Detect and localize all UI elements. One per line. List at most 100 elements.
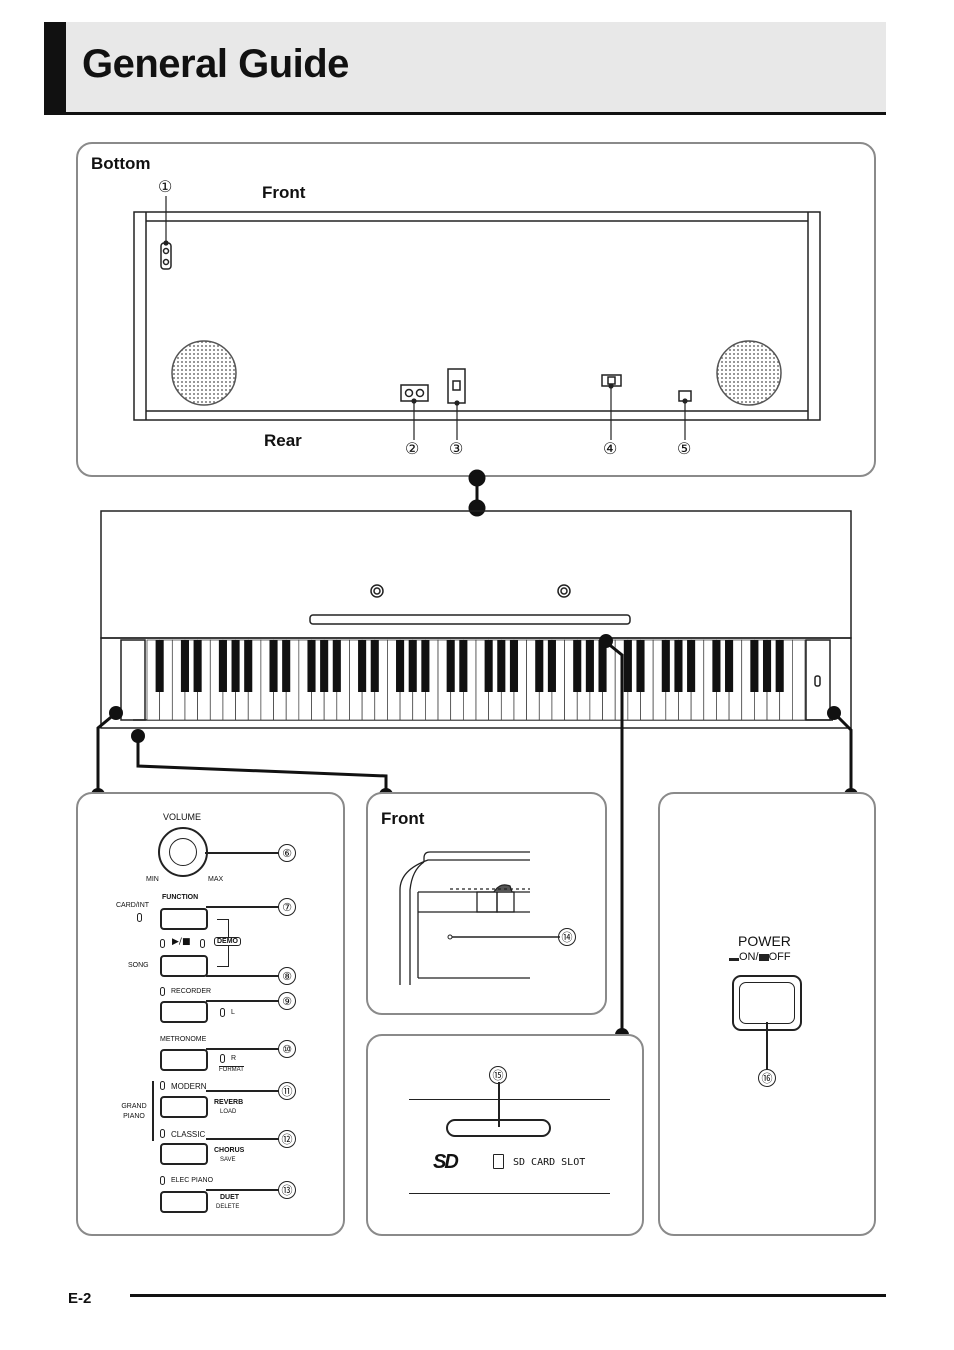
classic-led [160,1129,165,1138]
black-key [459,640,468,692]
power-button-inner [739,982,795,1024]
chorus-label: CHORUS [214,1147,245,1154]
black-key [636,640,645,692]
demo-label: DEMO [214,937,241,946]
callout-1: ① [158,179,173,196]
title-bar [44,22,886,115]
power-leader [766,1022,768,1070]
classic-label: CLASSIC [171,1130,206,1139]
footer-rule [130,1294,886,1297]
title-accent-block [44,22,66,115]
bottom-heading: Bottom [91,154,151,173]
song-label: SONG [128,962,149,969]
callout-12: ⑫ [278,1130,296,1148]
power-panel [658,792,876,1236]
black-key [661,640,670,692]
callout-6: ⑥ [278,844,296,862]
callout-13: ⑬ [278,1181,296,1199]
black-key [687,640,696,692]
sd-slot-leader [498,1082,500,1127]
duet-label: DUET [220,1194,240,1201]
controls-panel [76,792,345,1236]
black-key [712,640,721,692]
black-key [509,640,519,692]
elec-piano-button[interactable] [160,1191,208,1213]
callout-10: ⑩ [278,1040,296,1058]
black-key [573,640,582,692]
black-key [155,640,164,692]
black-key [193,640,202,692]
power-on-off-legend: ON/OFF [729,951,791,963]
recorder-l-led [220,1008,225,1017]
metronome-r-led [220,1054,225,1063]
metronome-label: METRONOME [160,1036,207,1043]
recorder-button[interactable] [160,1001,208,1023]
black-key [282,640,291,692]
black-key [775,640,784,692]
function-button[interactable] [160,908,208,930]
delete-label: DELETE [216,1204,240,1210]
black-key [231,640,240,692]
black-key [244,640,253,692]
callout-9: ⑨ [278,992,296,1010]
black-key [408,640,417,692]
elec-piano-label: ELEC PIANO [171,1177,214,1184]
white-key [791,639,806,721]
play-stop-label: ▶/■ [172,937,191,947]
function-label: FUNCTION [162,894,199,901]
song-button[interactable] [160,955,208,977]
black-key [762,640,772,692]
black-key [484,640,493,692]
elec-piano-led [160,1176,165,1185]
page-title: General Guide [82,42,349,86]
callout-8: ⑧ [278,967,296,985]
callout-15: ⑮ [489,1066,507,1084]
sd-logo-icon: SD [433,1151,459,1173]
black-key [320,640,329,692]
callout-16: ⑯ [758,1069,776,1087]
black-key [547,640,556,692]
modern-button[interactable] [160,1096,208,1118]
song-leader [206,975,279,977]
sd-panel-bottom-line [409,1193,610,1194]
power-separator: / [755,951,759,963]
black-key [269,640,278,692]
black-key [535,640,544,692]
bottom-front-label: Front [262,183,306,202]
metronome-button[interactable] [160,1049,208,1071]
bottom-rear-label: Rear [264,431,302,450]
black-key [725,640,734,692]
recorder-leader [206,1000,279,1002]
black-key [623,640,632,692]
grand-piano-bracket [152,1081,154,1141]
recorder-led [160,987,165,996]
elec-piano-leader [206,1189,279,1191]
black-key [358,640,367,692]
classic-leader [206,1138,279,1140]
grand-piano-label: GRAND PIANO [121,1103,147,1120]
black-key [307,640,316,692]
callout-7: ⑦ [278,898,296,916]
black-key [497,640,506,692]
function-leader [206,906,279,908]
volume-min-label: MIN [146,876,159,883]
modern-led [160,1081,165,1090]
callout-2: ② [405,441,420,458]
callout-11: ⑪ [278,1082,296,1100]
modern-leader [206,1090,279,1092]
power-label: POWER [738,933,791,949]
black-key [218,640,227,692]
modern-label: MODERN [171,1082,207,1091]
callout-14: ⑭ [558,928,576,946]
volume-max-label: MAX [208,876,224,883]
metronome-format-label: FORMAT [219,1066,244,1073]
sd-card-slot-label: SD CARD SLOT [513,1157,586,1168]
reverb-label: REVERB [214,1099,244,1106]
off-symbol-icon [758,953,769,961]
black-key [421,640,430,692]
volume-label: VOLUME [163,812,202,822]
classic-button[interactable] [160,1143,208,1165]
black-key [180,640,190,692]
